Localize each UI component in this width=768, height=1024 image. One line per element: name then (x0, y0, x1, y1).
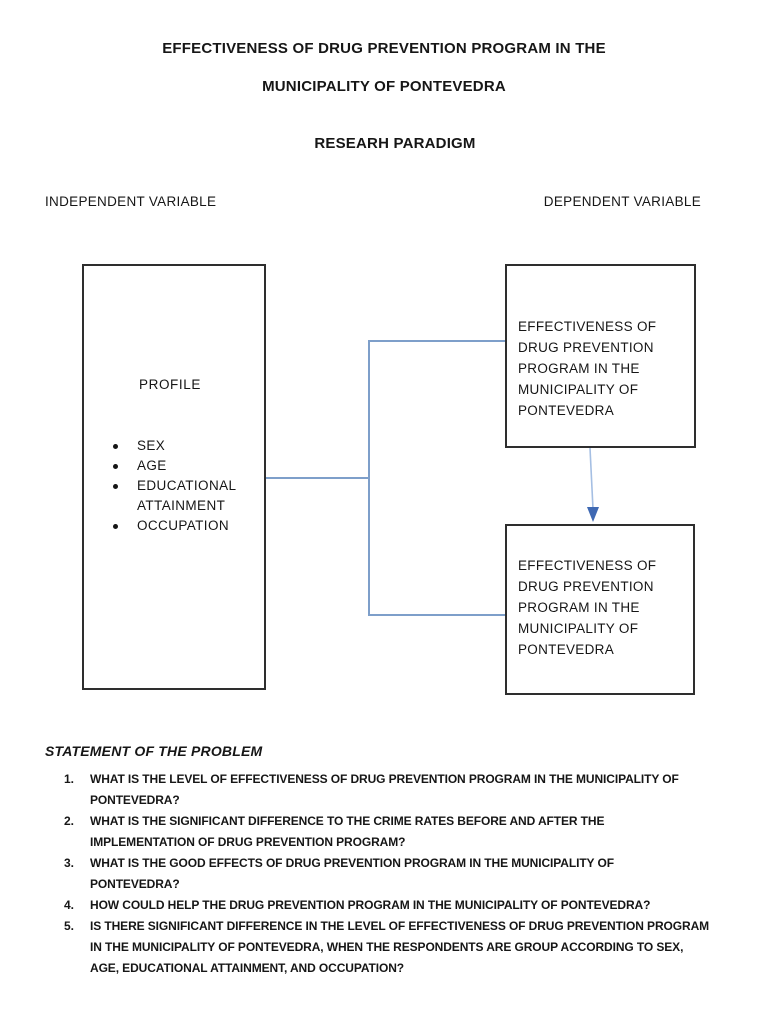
profile-bullet-list: SEX AGE EDUCATIONAL ATTAINMENT OCCUPATIO… (113, 436, 259, 536)
statement-of-the-problem-heading: STATEMENT OF THE PROBLEM (45, 743, 263, 759)
problem-item-number: 5. (64, 919, 75, 933)
effectiveness-box-top-text: EFFECTIVENESS OF DRUG PREVENTION PROGRAM… (518, 316, 656, 421)
box-text-line: PONTEVEDRA (518, 642, 615, 657)
connector-line-vertical (368, 340, 370, 615)
bullet-label: AGE (137, 458, 167, 473)
problem-item-number: 3. (64, 856, 75, 870)
problem-item-text: WHAT IS THE SIGNIFICANT DIFFERENCE TO TH… (90, 811, 744, 853)
bullet-label: OCCUPATION (137, 518, 230, 533)
document-title-line-1: EFFECTIVENESS OF DRUG PREVENTION PROGRAM… (162, 40, 606, 57)
problem-item-text: WHAT IS THE LEVEL OF EFFECTIVENESS OF DR… (90, 769, 744, 811)
problem-item-3: 3. WHAT IS THE GOOD EFFECTS OF DRUG PREV… (64, 853, 744, 895)
independent-variable-label: INDEPENDENT VARIABLE (45, 194, 217, 209)
connector-line-horizontal-top (368, 340, 505, 342)
box-text-line: EFFECTIVENESS OF (518, 319, 657, 334)
problem-text-line: AGE, EDUCATIONAL ATTAINMENT, AND OCCUPAT… (90, 961, 405, 975)
effectiveness-box-bottom: EFFECTIVENESS OF DRUG PREVENTION PROGRAM… (505, 524, 695, 695)
problem-item-number: 2. (64, 814, 75, 828)
bullet-marker (113, 524, 118, 529)
down-arrow-icon (587, 447, 599, 522)
box-text-line: DRUG PREVENTION (518, 340, 654, 355)
problem-text-line: PONTEVEDRA? (90, 877, 180, 891)
box-text-line: PROGRAM IN THE (518, 361, 640, 376)
problem-text-line: PONTEVEDRA? (90, 793, 180, 807)
problem-item-text: IS THERE SIGNIFICANT DIFFERENCE IN THE L… (90, 916, 744, 979)
connector-line-horizontal-bottom (368, 614, 505, 616)
problem-item-2: 2. WHAT IS THE SIGNIFICANT DIFFERENCE TO… (64, 811, 744, 853)
bullet-item-educational-attainment: EDUCATIONAL ATTAINMENT (113, 476, 259, 516)
problem-text-line: IMPLEMENTATION OF DRUG PREVENTION PROGRA… (90, 835, 406, 849)
problem-item-number: 4. (64, 898, 75, 912)
box-text-line: PROGRAM IN THE (518, 600, 640, 615)
problem-item-5: 5. IS THERE SIGNIFICANT DIFFERENCE IN TH… (64, 916, 744, 979)
bullet-label: SEX (137, 438, 166, 453)
problem-text-line: IN THE MUNICIPALITY OF PONTEVEDRA, WHEN … (90, 940, 684, 954)
problem-list: 1. WHAT IS THE LEVEL OF EFFECTIVENESS OF… (64, 769, 744, 979)
bullet-marker (113, 444, 118, 449)
problem-text-line: HOW COULD HELP THE DRUG PREVENTION PROGR… (90, 898, 651, 912)
paradigm-subtitle: RESEARH PARADIGM (314, 135, 476, 152)
problem-item-4: 4. HOW COULD HELP THE DRUG PREVENTION PR… (64, 895, 744, 916)
bullet-marker (113, 464, 118, 469)
box-text-line: MUNICIPALITY OF (518, 382, 639, 397)
problem-text-line: WHAT IS THE SIGNIFICANT DIFFERENCE TO TH… (90, 814, 605, 828)
effectiveness-box-top: EFFECTIVENESS OF DRUG PREVENTION PROGRAM… (505, 264, 696, 448)
dependent-variable-label: DEPENDENT VARIABLE (543, 194, 701, 209)
problem-item-text: HOW COULD HELP THE DRUG PREVENTION PROGR… (90, 895, 744, 916)
bullet-label: EDUCATIONAL ATTAINMENT (137, 478, 236, 513)
problem-text-line: WHAT IS THE LEVEL OF EFFECTIVENESS OF DR… (90, 772, 679, 786)
profile-box: PROFILE SEX AGE EDUCATIONAL ATTAINMENT O… (82, 264, 266, 690)
bullet-item-occupation: OCCUPATION (113, 516, 259, 536)
box-text-line: DRUG PREVENTION (518, 579, 654, 594)
problem-item-1: 1. WHAT IS THE LEVEL OF EFFECTIVENESS OF… (64, 769, 744, 811)
connector-line-horizontal-left (266, 477, 368, 479)
effectiveness-box-bottom-text: EFFECTIVENESS OF DRUG PREVENTION PROGRAM… (518, 555, 656, 660)
document-title-line-2: MUNICIPALITY OF PONTEVEDRA (262, 78, 506, 95)
problem-item-text: WHAT IS THE GOOD EFFECTS OF DRUG PREVENT… (90, 853, 744, 895)
bullet-item-sex: SEX (113, 436, 259, 456)
problem-text-line: WHAT IS THE GOOD EFFECTS OF DRUG PREVENT… (90, 856, 614, 870)
problem-item-number: 1. (64, 772, 75, 786)
box-text-line: EFFECTIVENESS OF (518, 558, 657, 573)
box-text-line: MUNICIPALITY OF (518, 621, 639, 636)
bullet-item-age: AGE (113, 456, 259, 476)
box-text-line: PONTEVEDRA (518, 403, 615, 418)
problem-text-line: IS THERE SIGNIFICANT DIFFERENCE IN THE L… (90, 919, 710, 933)
profile-box-heading: PROFILE (139, 377, 201, 392)
bullet-marker (113, 484, 118, 489)
